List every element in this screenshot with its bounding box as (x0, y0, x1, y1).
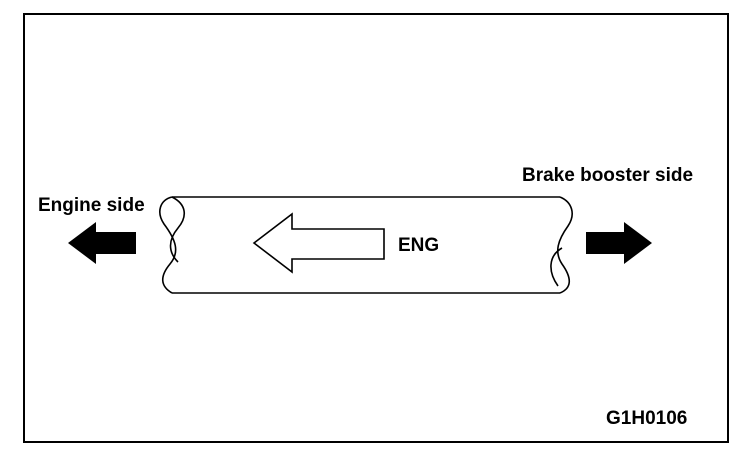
hose-right-end-inner (550, 247, 563, 287)
engine-side-arrow-icon (68, 222, 136, 264)
hose-left-end (159, 196, 177, 294)
vacuum-hose (159, 196, 573, 294)
eng-direction-arrow-icon (252, 212, 385, 274)
hose-left-end-inner (169, 196, 185, 263)
engine-side-label: Engine side (38, 195, 145, 216)
hose-right-end (556, 196, 573, 294)
figure-frame (23, 13, 729, 443)
eng-direction-label: ENG (398, 235, 439, 256)
brake-booster-side-arrow-icon (586, 222, 652, 264)
brake-booster-side-label: Brake booster side (522, 165, 693, 186)
figure-code: G1H0106 (606, 408, 687, 429)
